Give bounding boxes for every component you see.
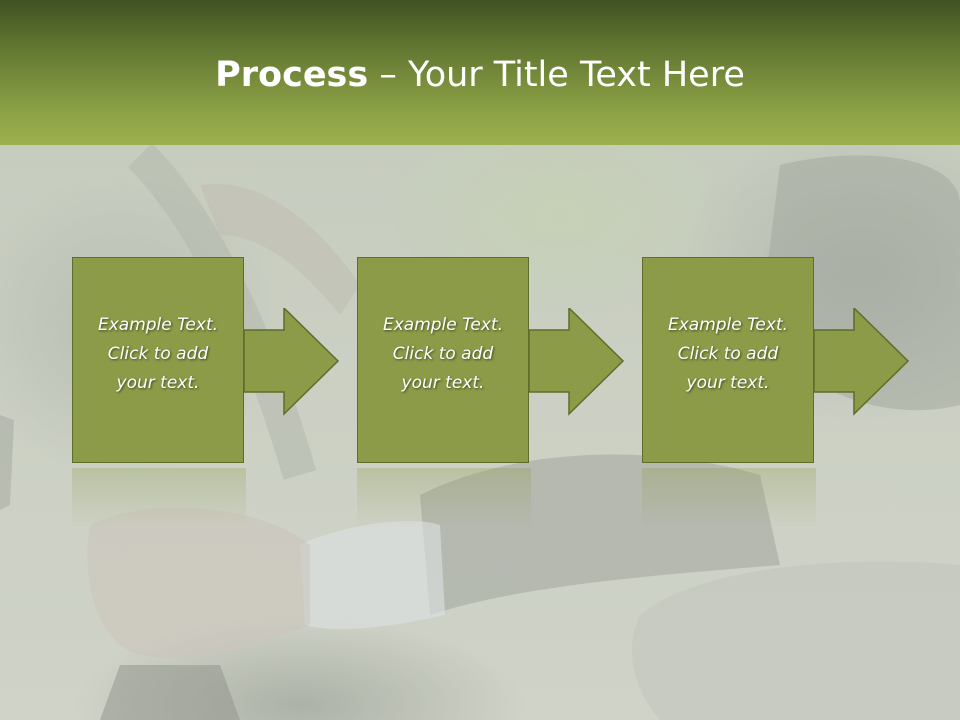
step-reflection — [357, 468, 531, 528]
step-text[interactable]: Example Text. Click to add your text. — [357, 311, 529, 398]
step-box[interactable] — [357, 257, 529, 463]
title-bold: Process — [215, 55, 369, 95]
arrow-right-icon — [814, 308, 910, 416]
title-rest: – Your Title Text Here — [368, 55, 745, 95]
arrow-right-icon — [529, 308, 625, 416]
step-text-line: Example Text. — [97, 315, 219, 335]
process-step-2[interactable]: Example Text. Click to add your text. — [357, 257, 531, 465]
step-text-line: Example Text. — [667, 315, 789, 335]
step-text-line: Click to add — [677, 344, 779, 364]
step-box[interactable] — [72, 257, 244, 463]
step-text-line: Click to add — [392, 344, 494, 364]
step-text-line: your text. — [686, 373, 770, 393]
step-text[interactable]: Example Text. Click to add your text. — [72, 311, 244, 398]
step-text-line: your text. — [116, 373, 200, 393]
step-text-line: Click to add — [107, 344, 209, 364]
slide-title[interactable]: Process – Your Title Text Here — [0, 52, 960, 98]
arrow-right-icon — [244, 308, 340, 416]
step-reflection — [642, 468, 816, 528]
title-band: Process – Your Title Text Here — [0, 0, 960, 145]
step-text-line: Example Text. — [382, 315, 504, 335]
process-step-1[interactable]: Example Text. Click to add your text. — [72, 257, 246, 465]
process-step-3[interactable]: Example Text. Click to add your text. — [642, 257, 816, 465]
step-text-line: your text. — [401, 373, 485, 393]
step-reflection — [72, 468, 246, 528]
step-text[interactable]: Example Text. Click to add your text. — [642, 311, 814, 398]
